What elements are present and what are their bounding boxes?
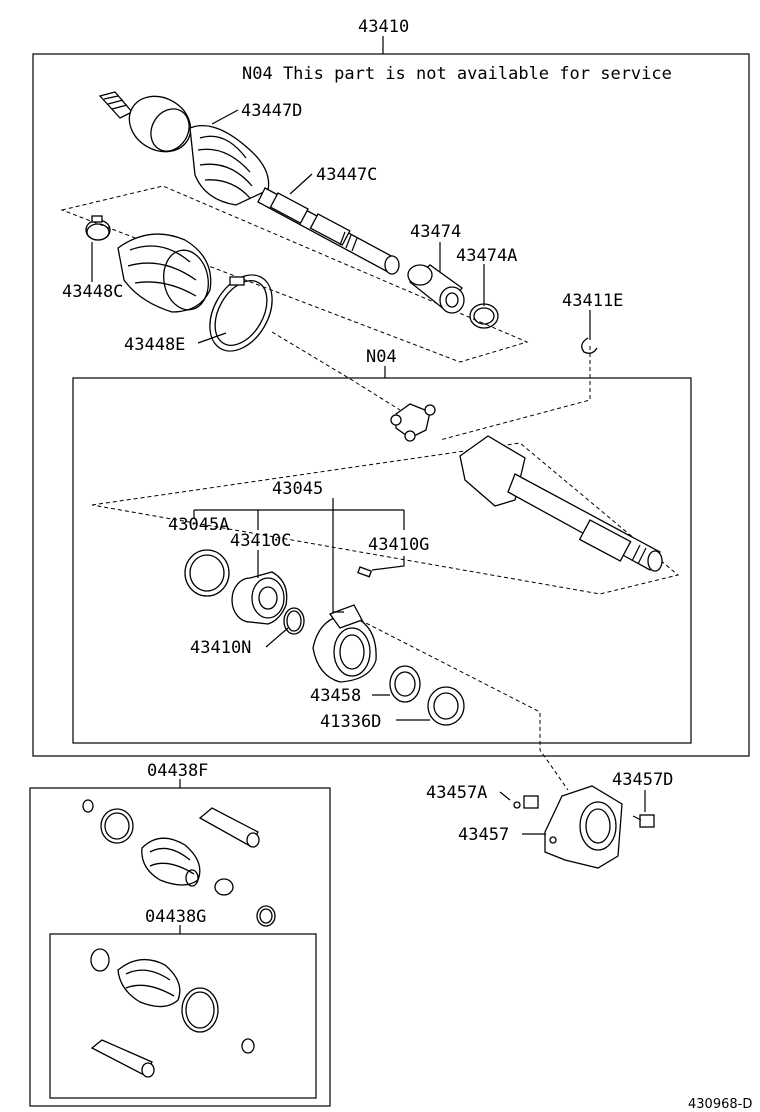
- bearing-group-outline: [91, 442, 680, 595]
- label-43474: 43474: [410, 222, 461, 242]
- label-43447d: 43447D: [241, 101, 302, 121]
- dynamic-damper-43474: [407, 264, 465, 314]
- kit-04438g-parts: [90, 948, 255, 1078]
- inner-boot-43448c: [117, 233, 212, 313]
- label-04438g: 04438G: [145, 907, 206, 927]
- label-43447c: 43447C: [316, 165, 377, 185]
- reference-number: 430968-D: [688, 1097, 752, 1112]
- label-43045: 43045: [272, 479, 323, 499]
- label-43410g: 43410G: [368, 535, 429, 555]
- seal-43458: [389, 665, 421, 703]
- pin-43410g: [357, 566, 373, 578]
- label-43457: 43457: [458, 825, 509, 845]
- tripod-guide-line: [271, 331, 401, 411]
- label-43448e: 43448E: [124, 335, 185, 355]
- clamp-43474a: [469, 303, 499, 329]
- label-43457a: 43457A: [426, 783, 487, 803]
- label-43410: 43410: [358, 17, 409, 37]
- label-04438f: 04438F: [147, 761, 208, 781]
- assembly-frame-43410: [32, 36, 750, 757]
- bracket-43457: [544, 785, 623, 869]
- label-41336d: 41336D: [320, 712, 381, 732]
- note-n04-not-available: N04 This part is not available for servi…: [242, 64, 672, 84]
- seal-41336d: [427, 686, 465, 726]
- label-n04: N04: [366, 347, 397, 367]
- label-43458: 43458: [310, 686, 361, 706]
- snap-ring-guide-line: [439, 346, 591, 441]
- kit-04438f-parts: [82, 799, 276, 927]
- ring-43410n: [283, 607, 305, 635]
- clamp-large-43448e: [209, 274, 273, 352]
- label-43045a: 43045A: [168, 515, 229, 535]
- kit-frame-04438f: [29, 779, 331, 1107]
- bracket-guide-line: [359, 619, 569, 791]
- label-43411e: 43411E: [562, 291, 623, 311]
- inner-frame-n04: [72, 366, 692, 744]
- label-43410c: 43410C: [230, 531, 291, 551]
- label-43448c: 43448C: [62, 282, 123, 302]
- snap-ring-43045a: [184, 549, 230, 597]
- label-43474a: 43474A: [456, 246, 517, 266]
- bolt-43457d: [632, 814, 655, 828]
- bearing-case-43045: [312, 604, 377, 683]
- label-43410n: 43410N: [190, 638, 251, 658]
- outer-axle-assembly: [98, 91, 400, 275]
- inner-shaft-n04: [390, 403, 663, 572]
- label-43457d: 43457D: [612, 770, 673, 790]
- bearing-43410c: [231, 571, 288, 625]
- leader-lines: [91, 109, 646, 835]
- kit-frame-04438g: [49, 925, 317, 1099]
- snap-ring-43411e: [581, 337, 598, 354]
- bolt-43457a: [513, 795, 539, 809]
- clamp-small-43448c: [85, 215, 111, 241]
- boot-group-outline: [60, 185, 529, 363]
